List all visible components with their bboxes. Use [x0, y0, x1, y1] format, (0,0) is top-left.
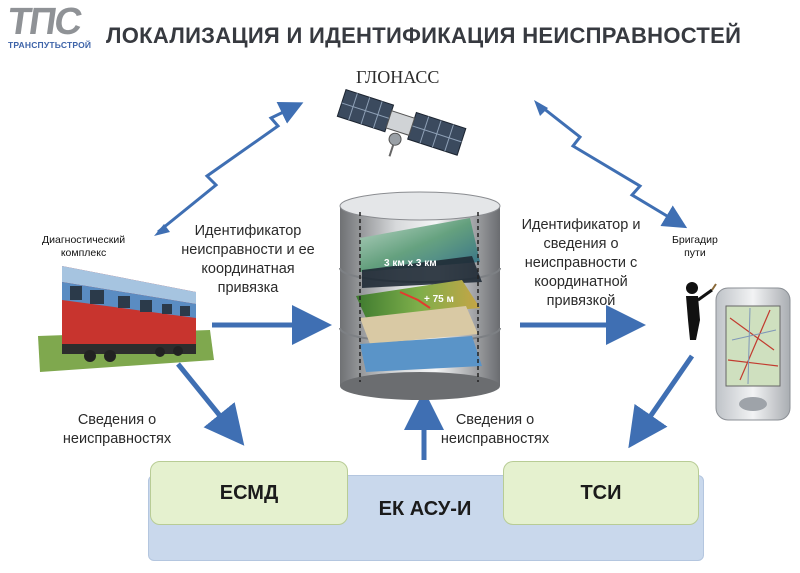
- svedenia-center-label: Сведения о неисправностях: [438, 411, 552, 449]
- db-size-label: 3 км х 3 км: [384, 258, 437, 269]
- tsi-module: ТСИ: [503, 461, 699, 525]
- left-message-line: координатная: [201, 261, 295, 277]
- train-icon: [38, 266, 214, 372]
- brigadir-label: Бригадир пути: [672, 234, 718, 260]
- left-message-line: Идентификатор: [194, 223, 302, 239]
- left-message-line: неисправности и ее: [181, 242, 315, 258]
- diagnostic-complex-label: Диагностический комплекс: [42, 234, 125, 260]
- glonass-label: ГЛОНАСС: [356, 67, 440, 87]
- right-message-line: неисправности с: [524, 255, 638, 271]
- esmd-module: ЕСМД: [150, 461, 348, 525]
- page-title: ЛОКАЛИЗАЦИЯ И ИДЕНТИФИКАЦИЯ НЕИСПРАВНОСТ…: [106, 23, 742, 48]
- diagnostic-label-line: комплекс: [60, 247, 107, 259]
- brigadir-label-line: Бригадир: [672, 234, 718, 246]
- brigadir-label-line: пути: [684, 247, 706, 259]
- right-message-label: Идентификатор и сведения о неисправности…: [514, 216, 648, 311]
- svedenia-left-line: Сведения о: [77, 412, 157, 428]
- diagnostic-label-line: Диагностический: [42, 234, 126, 246]
- satellite-icon: [336, 88, 467, 157]
- svedenia-center-line: Сведения о: [455, 412, 535, 428]
- arrow-train-to-esmd: [176, 362, 245, 446]
- worker-icon: [686, 282, 717, 340]
- pda-device-icon: [715, 287, 791, 421]
- tps-logo: ТПС ТРАНСПУТЬСТРОЙ: [5, 1, 104, 52]
- ekasu-label: ЕК АСУ-И: [378, 498, 472, 520]
- database-icon: [339, 191, 501, 400]
- signal-left-icon: [154, 101, 304, 236]
- right-message-line: сведения о: [543, 236, 619, 252]
- svedenia-left-label: Сведения о неисправностях: [60, 411, 174, 449]
- db-precision-label: + 75 м: [424, 294, 454, 305]
- left-message-label: Идентификатор неисправности и ее координ…: [180, 222, 316, 298]
- svedenia-center-line: неисправностях: [440, 431, 550, 447]
- logo-subtitle: ТРАНСПУТЬСТРОЙ: [8, 40, 92, 50]
- right-message-line: привязкой: [546, 293, 616, 309]
- signal-right-icon: [534, 100, 688, 229]
- right-message-line: Идентификатор и: [521, 217, 641, 233]
- arrow-pda-to-tsi: [628, 354, 695, 449]
- svedenia-left-line: неисправностях: [62, 431, 172, 447]
- right-message-line: координатной: [534, 274, 628, 290]
- left-message-line: привязка: [217, 280, 279, 296]
